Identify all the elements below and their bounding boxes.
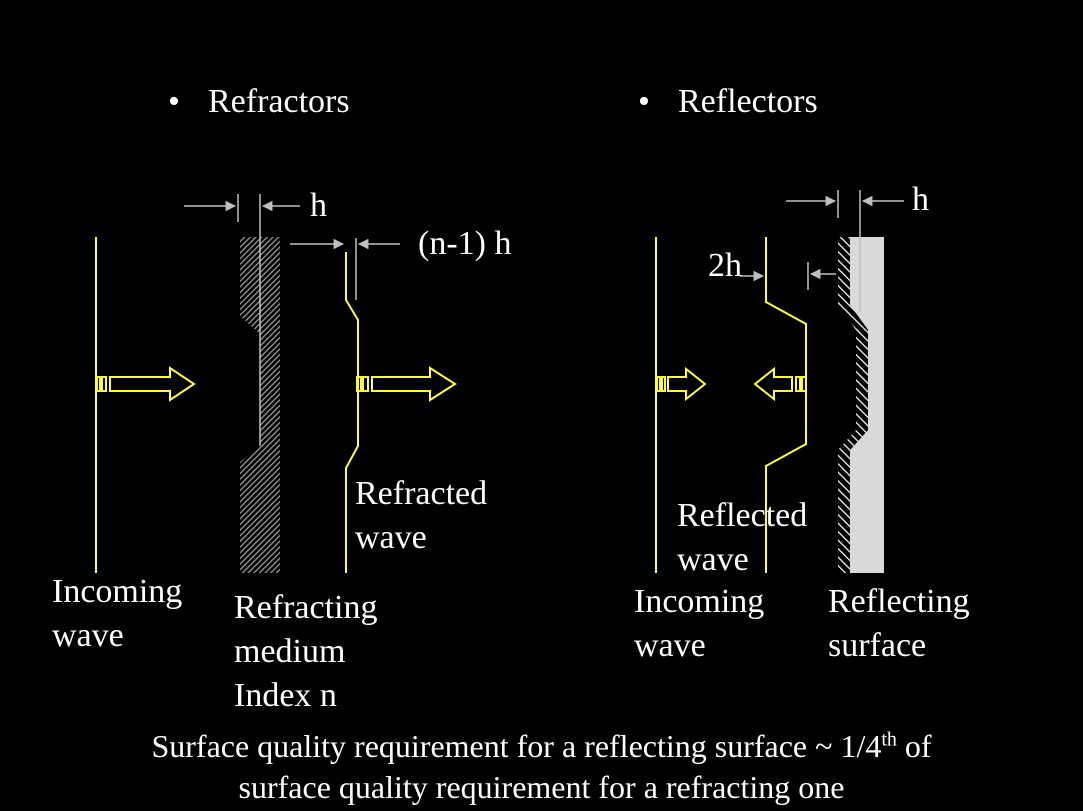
- label-refracting-medium-1: Refracting: [234, 589, 378, 626]
- left-heading-bullet: •: [168, 83, 180, 120]
- heading-refractors: Refractors: [208, 83, 350, 120]
- label-reflecting-surface-2: surface: [828, 627, 927, 664]
- caption-line-1: Surface quality requirement for a reflec…: [0, 725, 1083, 767]
- caption-superscript: th: [881, 728, 897, 751]
- caption-line-2: surface quality requirement for a refrac…: [238, 769, 845, 805]
- reflector-diagram: [655, 190, 904, 573]
- label-refracting-medium-2: medium: [234, 633, 346, 670]
- incoming-arrow-right: [656, 366, 707, 402]
- label-refracted-wave-2: wave: [355, 519, 427, 556]
- reflected-wavefront: [765, 237, 807, 573]
- label-reflected-wave-2: wave: [677, 541, 749, 578]
- label-refracting-medium-3: Index n: [234, 677, 337, 714]
- incoming-arrow-left: [96, 366, 196, 402]
- reflecting-surface-hatch: [838, 237, 868, 573]
- label-incoming-wave-left-2: wave: [52, 617, 124, 654]
- label-h-refractor: h: [310, 187, 327, 224]
- label-h-reflector: h: [912, 181, 929, 218]
- label-incoming-wave-right-2: wave: [634, 627, 706, 664]
- caption-line-1-end: of: [896, 728, 932, 764]
- refracted-arrow: [356, 366, 457, 402]
- label-reflected-wave-1: Reflected: [677, 497, 808, 534]
- label-incoming-wave-right-1: Incoming: [634, 583, 765, 620]
- label-reflecting-surface-1: Reflecting: [828, 583, 970, 620]
- label-incoming-wave-left-1: Incoming: [52, 573, 183, 610]
- caption-line-1-text: Surface quality requirement for a reflec…: [151, 728, 882, 764]
- label-n1h: (n-1) h: [418, 225, 512, 262]
- refractor-diagram: [95, 194, 457, 573]
- label-2h: 2h: [708, 247, 742, 284]
- label-refracted-wave-1: Refracted: [355, 475, 488, 512]
- heading-reflectors: Reflectors: [678, 83, 818, 120]
- reflected-arrow: [753, 366, 807, 402]
- right-heading-bullet: •: [638, 83, 650, 120]
- reflecting-surface: [850, 237, 884, 573]
